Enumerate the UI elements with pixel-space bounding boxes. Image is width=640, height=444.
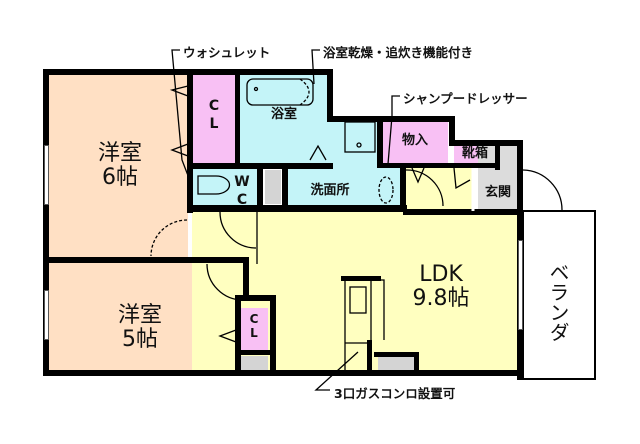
wall — [414, 352, 419, 374]
wall — [341, 276, 381, 281]
wall — [243, 257, 249, 297]
wall — [270, 295, 276, 375]
duct-bottom-left — [240, 356, 268, 372]
room-wc-label: W C — [232, 174, 252, 209]
room-western-6 — [48, 74, 188, 258]
room-name: 洋室 — [97, 141, 142, 166]
wall — [367, 340, 372, 374]
callout-bath-features: 浴室乾燥・追炊き機能付き — [323, 45, 474, 60]
closet-1 — [193, 74, 235, 164]
room-western-6-label: 洋室 6帖 — [80, 141, 160, 191]
wall — [43, 257, 249, 263]
callout-washlet: ウォシュレット — [183, 45, 271, 60]
room-washroom-label: 洗面所 — [310, 183, 350, 198]
wall — [282, 163, 288, 209]
wall — [257, 163, 263, 209]
closet-2-label: C L — [242, 312, 266, 341]
wall — [377, 163, 455, 168]
room-western-5-label: 洋室 5帖 — [100, 303, 180, 353]
wall — [235, 350, 275, 355]
entrance-label: 玄関 — [484, 185, 511, 200]
storage-label: 物入 — [401, 133, 428, 148]
wall — [377, 116, 383, 168]
wall — [43, 69, 49, 375]
closet-2 — [240, 308, 268, 350]
veranda-label: ベランダ — [546, 262, 570, 342]
room-wc — [193, 168, 257, 206]
window-ldk — [518, 240, 523, 330]
storage — [382, 122, 448, 164]
wall — [374, 352, 418, 357]
wall — [454, 163, 500, 168]
room-size: 6帖 — [102, 165, 138, 191]
wc-line2: C — [236, 191, 248, 208]
room-ldk-label: LDK 9.8帖 — [396, 262, 486, 312]
window-west-6 — [44, 145, 49, 205]
wall — [327, 116, 455, 122]
wc-duct — [265, 170, 281, 204]
wall — [235, 295, 241, 375]
wall — [403, 209, 521, 215]
room-name: LDK — [419, 262, 463, 287]
room-size: 5帖 — [122, 327, 158, 353]
room-size: 9.8帖 — [412, 286, 470, 312]
wall — [327, 69, 333, 121]
closet-1-label: C L — [203, 98, 225, 133]
room-bath-label: 浴室 — [270, 107, 297, 122]
callout-shampoo-dresser: シャンプードレッサー — [403, 91, 528, 106]
wall — [187, 69, 193, 213]
duct-bottom-right — [378, 356, 414, 372]
wall — [400, 163, 406, 211]
wall — [235, 69, 240, 169]
cl-line2: L — [209, 115, 219, 132]
cl-line2: L — [250, 326, 258, 341]
wall — [235, 295, 275, 301]
wall — [43, 370, 523, 376]
cl-line1: C — [208, 98, 220, 114]
window-west-5 — [44, 290, 49, 340]
shoe-box-label: 靴箱 — [461, 146, 488, 161]
veranda — [522, 210, 596, 380]
callout-gas-stove: 3口ガスコンロ設置可 — [334, 386, 456, 401]
room-name: 洋室 — [117, 303, 162, 328]
wall — [449, 140, 523, 146]
wall — [187, 205, 407, 212]
wall — [495, 140, 500, 170]
wall — [449, 116, 455, 144]
wc-line1: W — [234, 174, 250, 190]
cl-line1: C — [249, 312, 259, 326]
